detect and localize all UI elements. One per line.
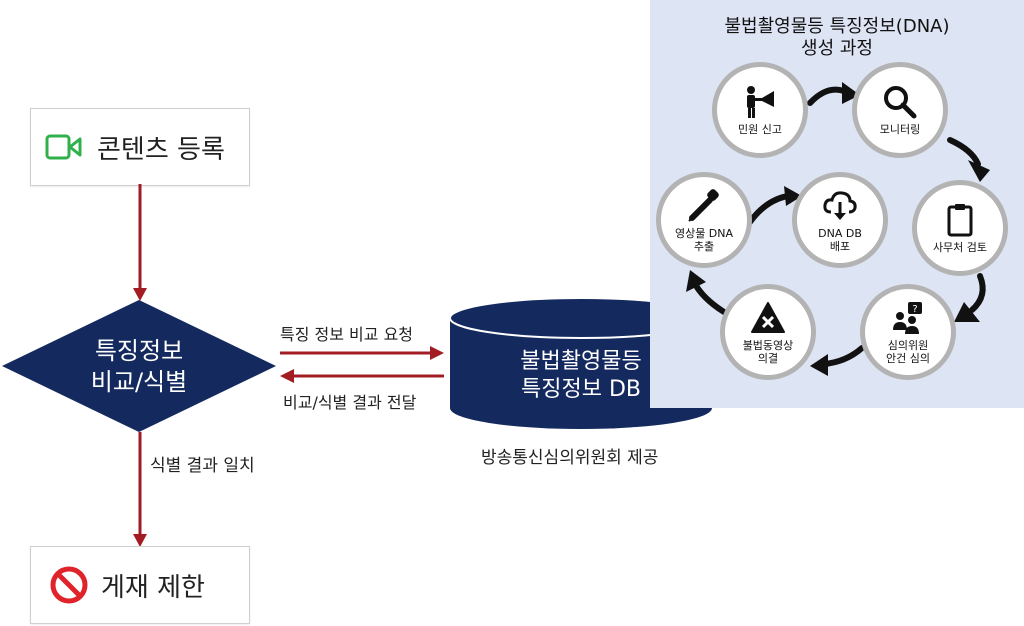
step-monitoring: 모니터링 xyxy=(852,62,948,158)
megaphone-person-icon xyxy=(747,86,774,118)
compare-identify-diamond xyxy=(2,300,276,432)
warning-x-icon xyxy=(751,301,785,333)
process-title-line2: 생성 과정 xyxy=(801,38,873,59)
step-label-deliberation: 심의위원 안건 심의 xyxy=(886,338,930,365)
content-register-box: 콘텐츠 등록 xyxy=(30,108,250,186)
content-register-label: 콘텐츠 등록 xyxy=(97,134,225,165)
process-title-line1: 불법촬영물등 특징정보(DNA) xyxy=(724,16,950,37)
flow-arrow-down-2 xyxy=(133,432,147,547)
step-illegal-video-resolution: 불법동영상 의결 xyxy=(720,284,816,380)
posting-restrict-label: 게재 제한 xyxy=(101,572,205,603)
compare-line2: 비교/식별 xyxy=(90,368,188,396)
result-deliver-label: 비교/식별 결과 전달 xyxy=(283,393,417,412)
deliver-arrow xyxy=(280,369,444,383)
arrow-extract-to-distribute xyxy=(747,193,791,225)
compare-request-label: 특징 정보 비교 요청 xyxy=(280,325,414,344)
request-arrow xyxy=(280,346,444,360)
people-question-icon: ? xyxy=(893,301,922,334)
arrow-deliberation-to-resolution xyxy=(821,345,865,367)
step-dna-extraction: 영상물 DNA 추출 xyxy=(656,172,752,268)
posting-restrict-box: 게재 제한 xyxy=(30,546,250,624)
match-label: 식별 결과 일치 xyxy=(150,456,255,476)
step-committee-deliberation: ? 심의위원 안건 심의 xyxy=(860,284,956,380)
step-secretariat-review: 사무처 검토 xyxy=(912,180,1008,276)
process-arrows xyxy=(686,82,990,376)
step-dna-db-distribution: DNA DB 배포 xyxy=(792,172,888,268)
step-label-monitoring: 모니터링 xyxy=(879,123,921,136)
compare-identify-label: 특징정보 비교/식별 xyxy=(0,336,278,398)
db-line1: 불법촬영물등 xyxy=(520,349,642,374)
video-camera-icon xyxy=(45,134,82,160)
database-label: 불법촬영물등 특징정보 DB xyxy=(448,348,714,404)
step-label-resolution: 불법동영상 의결 xyxy=(742,338,794,365)
cloud-download-icon xyxy=(823,190,857,220)
arrow-report-to-monitor xyxy=(807,86,849,106)
compare-line1: 특징정보 xyxy=(94,337,184,365)
provider-label: 방송통신심의위원회 제공 xyxy=(481,448,659,468)
flow-arrow-down-1 xyxy=(133,184,147,301)
arrow-resolution-to-extract xyxy=(691,279,727,315)
db-line2: 특징정보 DB xyxy=(521,377,641,402)
step-label-report: 민원 신고 xyxy=(738,123,782,136)
process-title: 불법촬영물등 특징정보(DNA) 생성 과정 xyxy=(650,16,1024,60)
pipette-icon xyxy=(688,188,719,222)
clipboard-icon xyxy=(947,204,973,237)
step-label-extraction: 영상물 DNA 추출 xyxy=(674,226,734,253)
magnifier-icon xyxy=(884,86,917,119)
step-label-distribution: DNA DB 배포 xyxy=(818,226,862,253)
arrow-review-to-deliberation xyxy=(969,273,986,313)
step-civil-report: 민원 신고 xyxy=(712,62,808,158)
step-label-review: 사무처 검토 xyxy=(932,241,988,254)
svg-text:?: ? xyxy=(912,304,917,315)
no-entry-icon xyxy=(50,566,88,604)
arrow-monitor-to-review xyxy=(947,137,981,167)
